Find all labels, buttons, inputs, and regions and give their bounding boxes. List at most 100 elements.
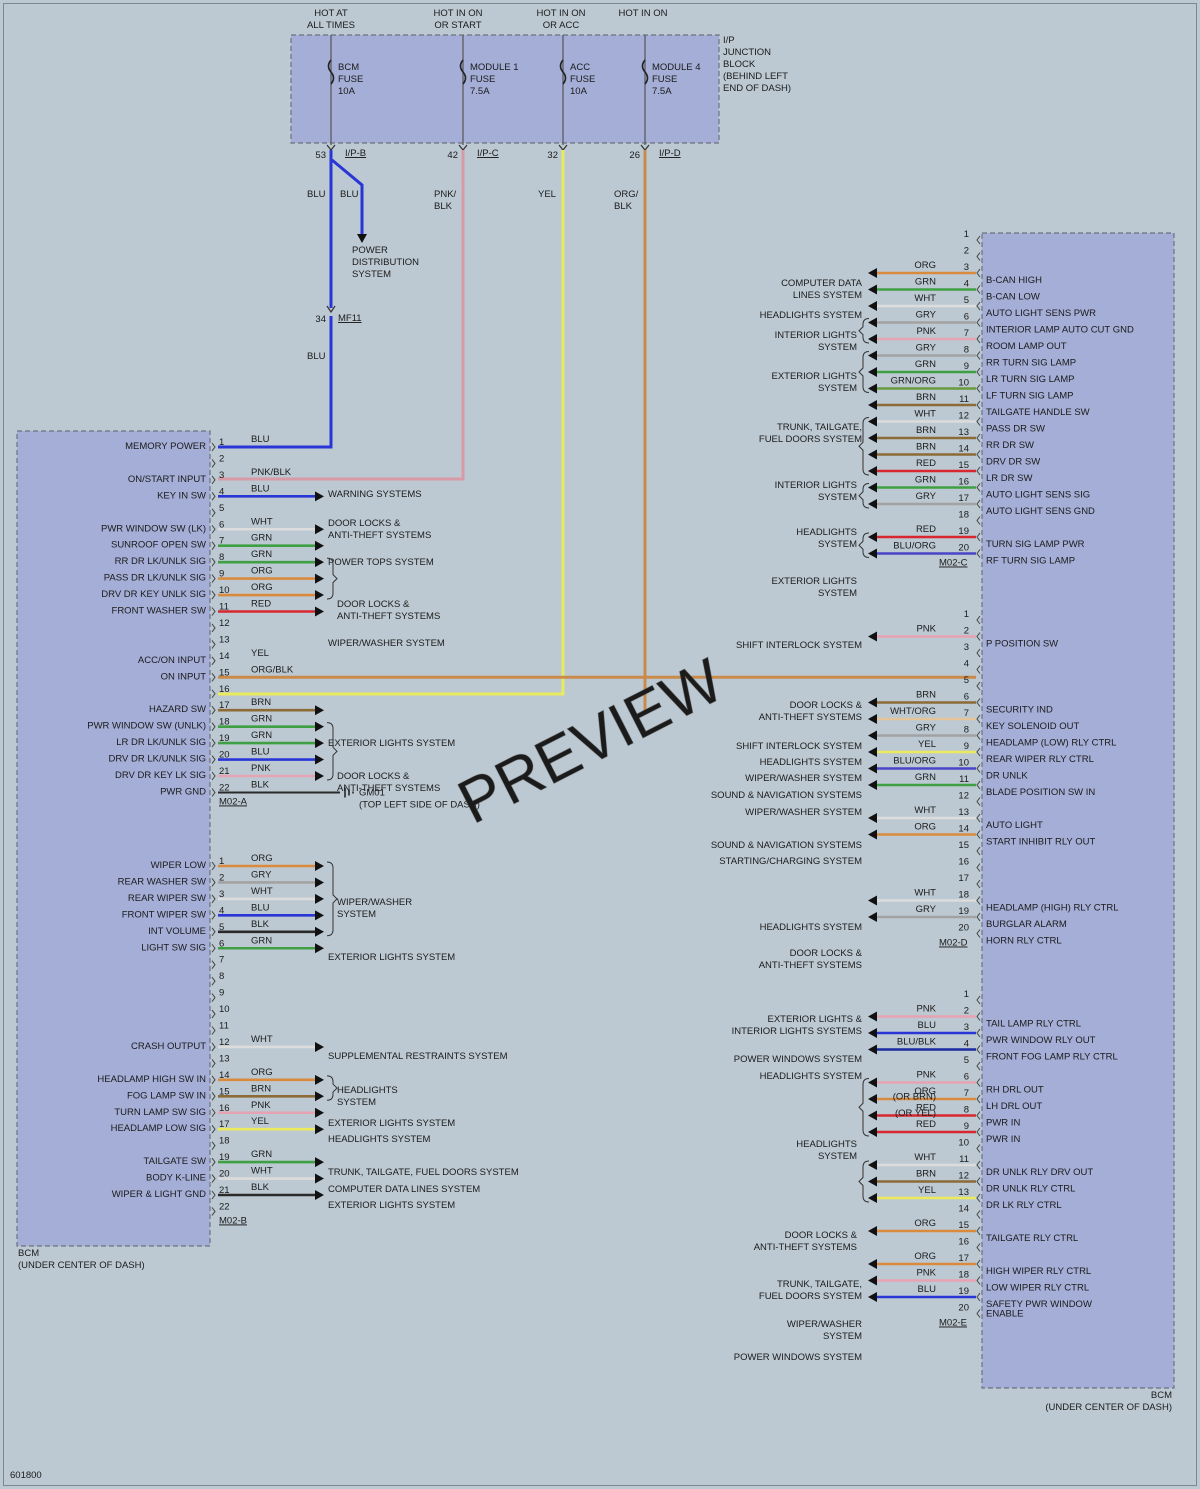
pin-number: 17: [219, 1119, 230, 1130]
pin-terminal-icon: [211, 689, 216, 699]
arrow-right-icon: [315, 893, 324, 904]
system-label: WIPER/WASHER SYSTEM: [328, 638, 445, 649]
pin-number: 16: [219, 1103, 230, 1114]
arrow-left-icon: [868, 631, 877, 642]
arrow-right-icon: [315, 1124, 324, 1135]
pin-terminal-icon: [976, 268, 981, 278]
pin-function-label: RR TURN SIG LAMP: [986, 358, 1076, 369]
fuse-pin-number: 42: [447, 150, 458, 161]
arrow-left-icon: [868, 548, 877, 559]
connector-pin-icon: [558, 144, 568, 151]
system-label: HEADLIGHTS: [337, 1085, 398, 1096]
arrow-left-icon: [868, 1028, 877, 1038]
pin-function-label: REAR WIPER SW: [128, 893, 206, 904]
pin-function-label: HAZARD SW: [149, 704, 206, 715]
pin-number: 1: [219, 437, 224, 448]
fuse-label: MODULE 1: [470, 62, 519, 73]
pin-function-label: HORN RLY CTRL: [986, 936, 1062, 947]
wire-color-label: BLU: [918, 1284, 937, 1295]
pin-function-label: KEY SOLENOID OUT: [986, 721, 1079, 732]
arrow-left-icon: [868, 334, 877, 344]
arrow-left-icon: [868, 1077, 877, 1088]
wire-color-label: GRY: [916, 310, 937, 321]
system-label: HEADLIGHTS: [796, 527, 857, 538]
pin-terminal-icon: [976, 1127, 981, 1137]
wire-color-label: GRY: [251, 869, 272, 880]
connector-id: M02-C: [939, 558, 968, 569]
pin-number: 19: [958, 906, 969, 917]
pin-number: 14: [958, 824, 969, 835]
arrow-left-icon: [868, 813, 877, 823]
pin-terminal-icon: [976, 351, 981, 360]
pin-number: 3: [964, 1022, 969, 1033]
pin-function-label: FRONT WIPER SW: [122, 909, 206, 920]
pin-function-label: TAILGATE HANDLE SW: [986, 407, 1090, 418]
arrow-left-icon: [868, 1127, 877, 1137]
pin-number: 7: [219, 536, 224, 547]
pin-number: 9: [964, 1121, 969, 1132]
wire-memory-power: [218, 316, 333, 449]
pin-number: 1: [964, 229, 969, 240]
pin-number: 6: [964, 312, 969, 323]
splice-pin-number: 34: [315, 314, 326, 325]
pin-terminal-icon: [976, 797, 981, 806]
pin-terminal-icon: [211, 524, 216, 534]
pin-terminal-icon: [211, 1190, 216, 1200]
figure-id: 601800: [10, 1470, 42, 1481]
pin-function-label: PASS DR SW: [986, 424, 1045, 435]
pin-number: 7: [964, 328, 969, 339]
pin-function-label: LF TURN SIG LAMP: [986, 391, 1073, 402]
pin-number: 20: [958, 923, 969, 934]
arrow-right-icon: [315, 606, 324, 617]
wire-color-label: BRN: [251, 1083, 271, 1094]
wire-color-label: GRN: [915, 772, 936, 783]
pin-terminal-icon: [211, 557, 216, 567]
pin-number: 9: [964, 741, 969, 752]
pin-terminal-icon: [976, 1226, 981, 1236]
pin-terminal-icon: [976, 698, 981, 707]
pin-number: 4: [964, 659, 969, 670]
pin-number: 5: [219, 503, 224, 514]
wire-color-label: WHT: [251, 1034, 273, 1045]
connector-id: MF11: [338, 313, 362, 324]
wire-color-label: BLU/ORG: [893, 756, 936, 767]
wire-color-label: WHT: [914, 409, 936, 420]
pin-number: 6: [219, 519, 224, 530]
pin-number: 20: [958, 1303, 969, 1314]
arrow-left-icon: [868, 499, 877, 509]
pin-terminal-icon: [211, 1042, 216, 1052]
wire-color-label: GRN/ORG: [891, 376, 936, 387]
wire-color-label: GRY: [916, 343, 937, 354]
system-label: FUEL DOORS SYSTEM: [759, 434, 862, 445]
pin-terminal-icon: [211, 640, 216, 649]
pin-terminal-icon: [211, 508, 216, 518]
arrow-left-icon: [868, 714, 877, 724]
pin-function-label: B-CAN LOW: [986, 292, 1040, 303]
pin-number: 8: [219, 552, 224, 563]
pin-number: 14: [958, 444, 969, 455]
ground-location: (TOP LEFT SIDE OF DASH): [359, 799, 480, 810]
arrow-right-icon: [315, 926, 324, 937]
bcm-left-label: BCM: [18, 1248, 39, 1259]
pin-number: 14: [219, 1070, 230, 1081]
system-label: DOOR LOCKS &: [790, 700, 863, 711]
pin-function-label: AUTO LIGHT SENS PWR: [986, 308, 1096, 319]
pin-number: 21: [219, 766, 230, 777]
pin-function-label: DR UNLK RLY DRV OUT: [986, 1167, 1093, 1178]
power-distribution-label: SYSTEM: [352, 269, 391, 280]
arrow-left-icon: [868, 780, 877, 790]
system-label: INTERIOR LIGHTS: [775, 330, 857, 341]
pin-function-label: REAR WASHER SW: [118, 876, 206, 887]
bracket-icon: [326, 722, 338, 781]
pin-function-label: BLADE POSITION SW IN: [986, 787, 1095, 798]
connector-id: M02-D: [939, 938, 968, 949]
wire-color-label: GRY: [916, 904, 937, 915]
arrow-right-icon: [315, 1074, 324, 1085]
pin-terminal-icon: [976, 252, 981, 261]
pin-number: 2: [219, 453, 224, 464]
pin-terminal-icon: [211, 1009, 216, 1019]
pin-number: 10: [219, 1004, 230, 1015]
pin-number: 5: [964, 1055, 969, 1066]
arrow-right-icon: [315, 557, 324, 568]
